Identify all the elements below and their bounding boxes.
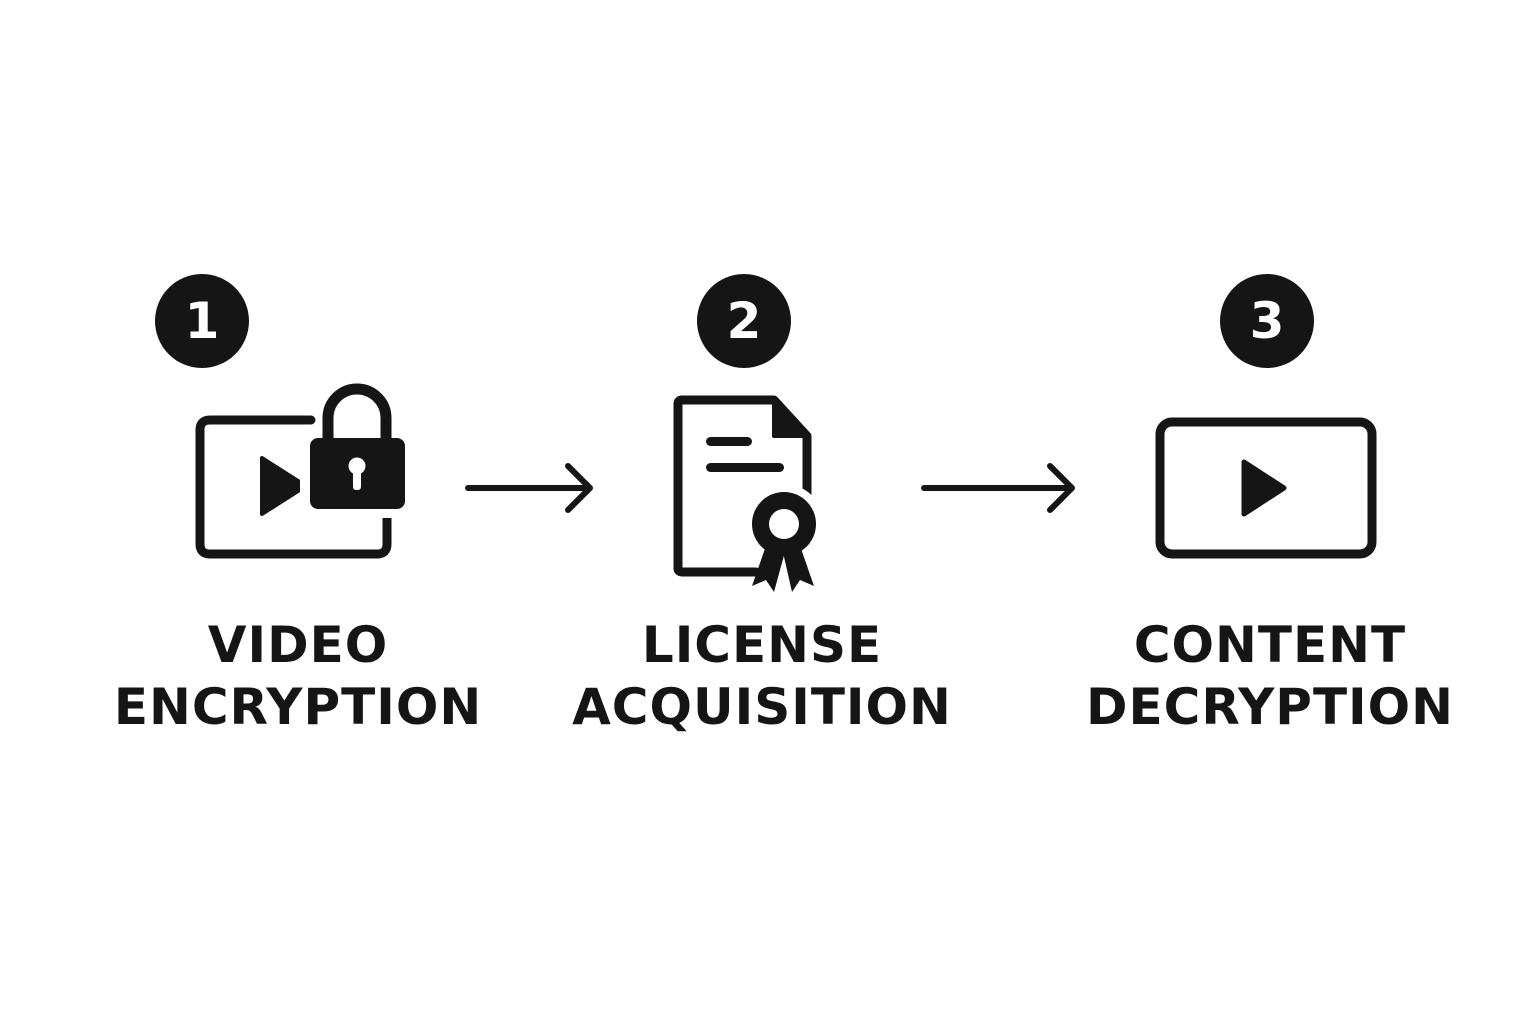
step-label: VIDEO ENCRYPTION	[68, 614, 528, 738]
license-certificate-icon	[673, 395, 824, 592]
arrow-right-icon	[465, 463, 593, 513]
step-number-badge: 2	[697, 274, 791, 368]
step-label-line: ENCRYPTION	[113, 678, 483, 736]
video-lock-icon	[195, 383, 418, 559]
step-label-line: LICENSE	[641, 616, 883, 674]
step-number-badge: 3	[1220, 274, 1314, 368]
step-video-encryption: 1 VIDEO ENCRYPTION	[68, 0, 528, 1024]
step-label-line: ACQUISITION	[572, 678, 952, 736]
step-license-acquisition: 2 LICENSE ACQUISITION	[532, 0, 992, 1024]
step-label: CONTENT DECRYPTION	[1040, 614, 1500, 738]
step-label-line: VIDEO	[207, 616, 389, 674]
arrow-right-icon	[921, 463, 1075, 513]
step-content-decryption: 3 CONTENT DECRYPTION	[1040, 0, 1500, 1024]
step-label: LICENSE ACQUISITION	[532, 614, 992, 738]
video-play-icon	[1155, 417, 1377, 559]
step-number-badge: 1	[155, 274, 249, 368]
step-label-line: CONTENT	[1133, 616, 1407, 674]
step-label-line: DECRYPTION	[1085, 678, 1455, 736]
